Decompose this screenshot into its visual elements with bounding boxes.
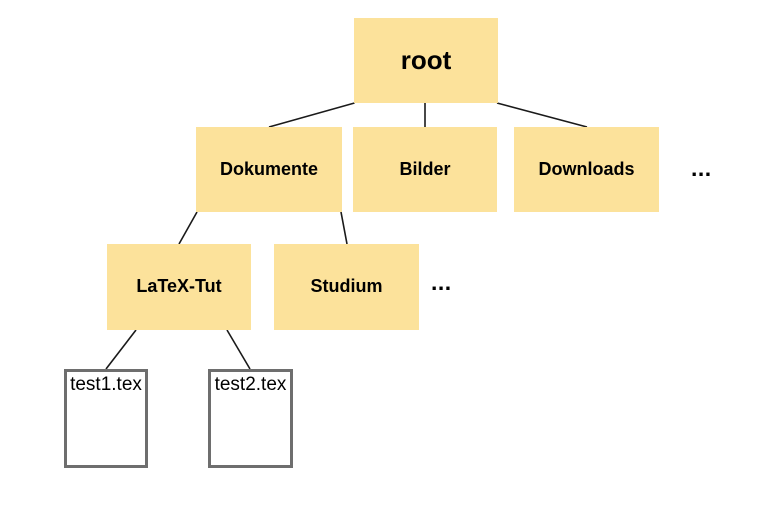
node-studium: Studium <box>274 244 419 330</box>
edge-root-dokumente <box>268 102 355 128</box>
node-file-test2-tex: test2.tex <box>208 369 293 468</box>
edge-latex-tut-test2 <box>226 329 251 370</box>
edge-dokumente-studium <box>340 211 348 245</box>
level1-ellipsis: ... <box>691 155 712 181</box>
node-latex-tut: LaTeX-Tut <box>107 244 251 330</box>
edge-dokumente-latex-tut <box>178 211 198 245</box>
edge-latex-tut-test1 <box>105 329 137 370</box>
node-downloads: Downloads <box>514 127 659 212</box>
node-dokumente: Dokumente <box>196 127 342 212</box>
node-root: root <box>354 18 498 103</box>
node-file-test1-tex: test1.tex <box>64 369 148 468</box>
level2-ellipsis: ... <box>431 269 452 295</box>
node-bilder: Bilder <box>353 127 497 212</box>
edge-root-downloads <box>496 102 588 128</box>
